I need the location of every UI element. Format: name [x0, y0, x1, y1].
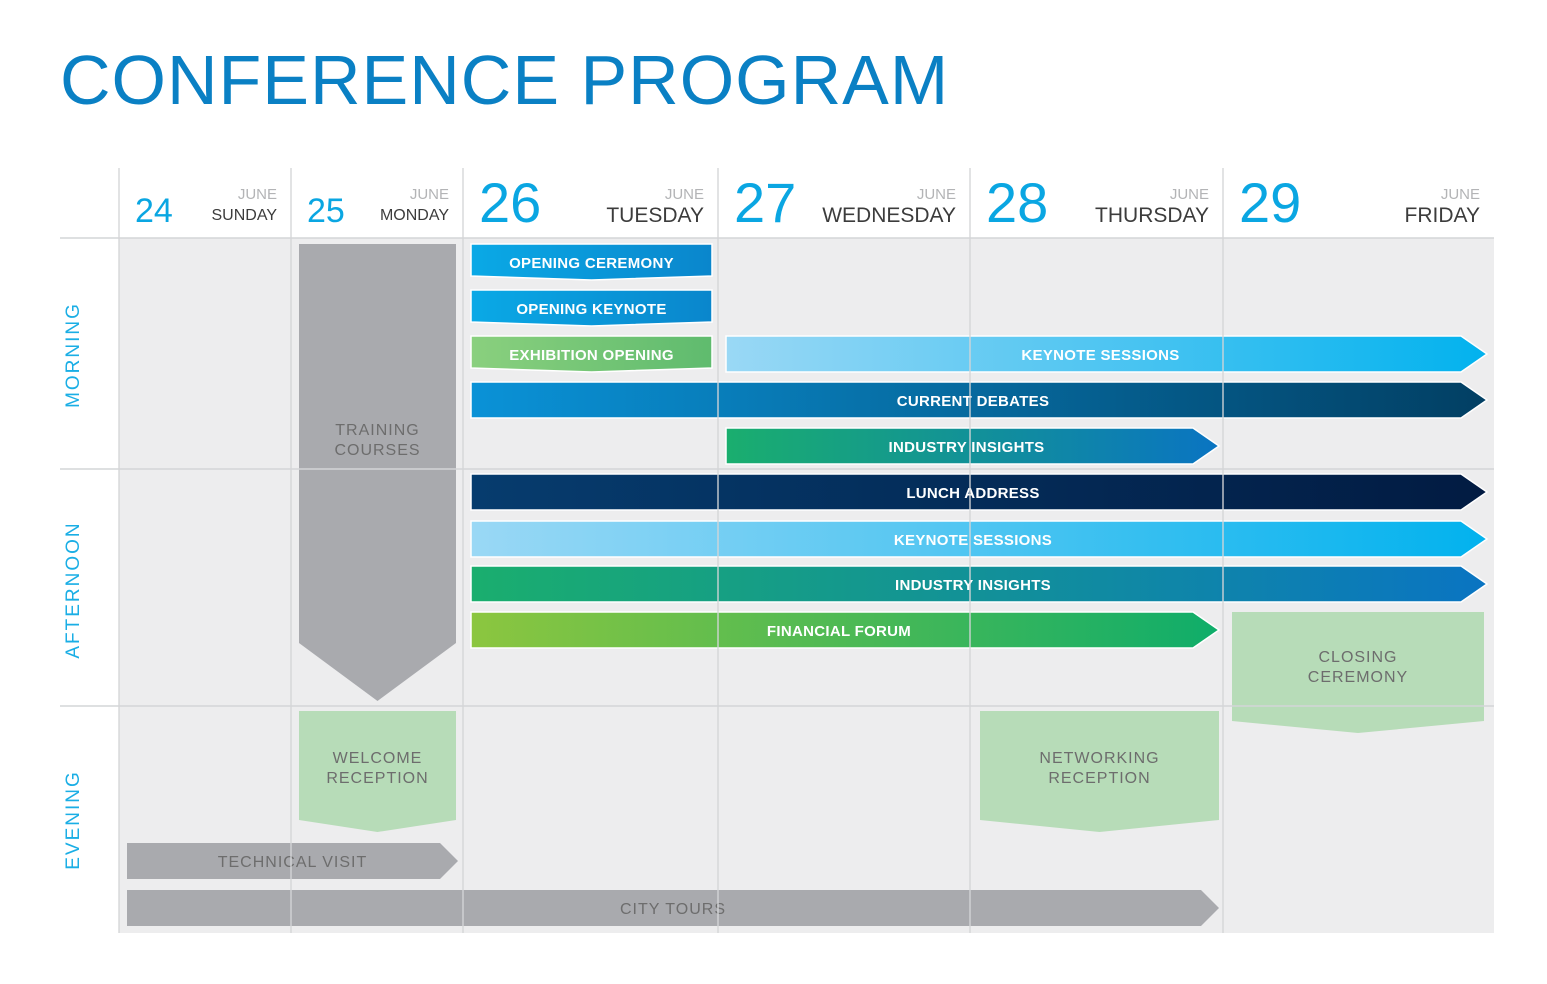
day-number: 27 — [734, 171, 796, 234]
month-label: JUNE — [665, 186, 704, 203]
period-labels: MORNING AFTERNOON EVENING — [63, 302, 84, 870]
closing-ceremony-label: CEREMONY — [1308, 669, 1408, 686]
event-bar — [470, 243, 713, 281]
grid-lines — [60, 168, 1494, 933]
event-bar — [470, 381, 1489, 419]
training-courses-label: COURSES — [334, 442, 420, 459]
event-bar-label: KEYNOTE SESSIONS — [1021, 347, 1179, 364]
event-bar — [470, 473, 1489, 511]
closing-ceremony-label: CLOSING — [1318, 649, 1397, 666]
event-bar — [470, 520, 1489, 558]
weekday-label: FRIDAY — [1405, 204, 1480, 227]
day-number: 28 — [986, 171, 1048, 234]
networking-reception-shape — [980, 711, 1219, 832]
event-bar-label: OPENING KEYNOTE — [516, 301, 666, 318]
period-label: AFTERNOON — [63, 521, 84, 658]
weekday-label: THURSDAY — [1095, 204, 1209, 227]
day-number: 26 — [479, 171, 541, 234]
closing-ceremony-shape — [1232, 612, 1484, 733]
event-bar — [470, 335, 713, 373]
welcome-reception-label: RECEPTION — [326, 770, 428, 787]
event-bar-label: INDUSTRY INSIGHTS — [895, 577, 1051, 594]
event-bars: OPENING CEREMONY OPENING KEYNOTE EXHIBITIO… — [470, 243, 1489, 649]
event-bar-label: OPENING CEREMONY — [509, 255, 674, 272]
networking-reception-label: NETWORKING — [1039, 750, 1159, 767]
month-label: JUNE — [1170, 186, 1209, 203]
day-number: 29 — [1239, 171, 1301, 234]
soft-events: TRAINING COURSES WELCOME RECEPTION NETWORKIN… — [127, 244, 1484, 926]
day-number: 25 — [307, 192, 345, 230]
page-title: CONFERENCE PROGRAM — [60, 41, 950, 119]
month-label: JUNE — [1441, 186, 1480, 203]
training-courses-shape — [299, 244, 456, 701]
event-bar — [725, 427, 1221, 465]
technical-visit-label: TECHNICAL VISIT — [218, 854, 368, 871]
month-label: JUNE — [238, 186, 277, 203]
event-bar — [470, 289, 713, 327]
event-bar-label: FINANCIAL FORUM — [767, 623, 911, 640]
event-bar — [470, 565, 1489, 603]
weekday-label: WEDNESDAY — [822, 204, 956, 227]
month-label: JUNE — [917, 186, 956, 203]
weekday-label: TUESDAY — [606, 204, 704, 227]
welcome-reception-label: WELCOME — [333, 750, 423, 767]
city-tours-bar — [127, 890, 1219, 926]
event-bar-label: CURRENT DEBATES — [897, 393, 1050, 410]
event-bar — [725, 335, 1489, 373]
technical-visit-bar — [127, 843, 458, 879]
welcome-reception-shape — [299, 711, 456, 832]
period-label: EVENING — [63, 770, 84, 870]
day-number: 24 — [135, 192, 173, 230]
city-tours-label: CITY TOURS — [620, 901, 726, 918]
training-courses-label: TRAINING — [335, 422, 419, 439]
weekday-label: SUNDAY — [212, 207, 278, 224]
period-label: MORNING — [63, 302, 84, 408]
event-bar — [470, 611, 1221, 649]
event-bar-label: EXHIBITION OPENING — [509, 347, 674, 364]
month-label: JUNE — [410, 186, 449, 203]
event-bar-label: KEYNOTE SESSIONS — [894, 532, 1052, 549]
event-bar-label: INDUSTRY INSIGHTS — [889, 439, 1045, 456]
event-bar-label: LUNCH ADDRESS — [906, 485, 1039, 502]
networking-reception-label: RECEPTION — [1048, 770, 1150, 787]
weekday-label: MONDAY — [380, 207, 449, 224]
